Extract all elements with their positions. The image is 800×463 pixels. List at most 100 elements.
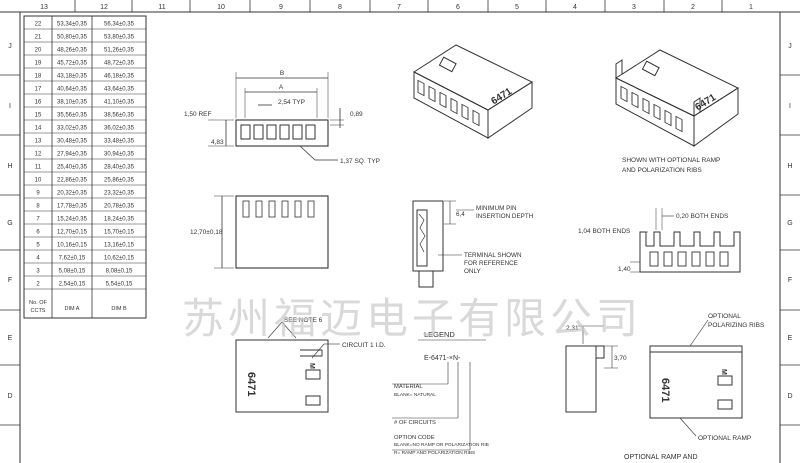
end-dim-b-label: 1,04 BOTH ENDS: [578, 228, 631, 235]
table-cell-dim-b: 48,72±0,35: [104, 61, 135, 67]
table-cell-ccts: 15: [35, 113, 42, 119]
opt-ribs-leader: [689, 319, 709, 347]
table-cell-dim-a: 43,18±0,35: [57, 74, 88, 80]
marking-ramp: [300, 349, 323, 357]
column-labels: 13 12 11 10 9 8 7 6 5 4 3 2 1: [40, 4, 753, 11]
row-label: F: [788, 277, 792, 284]
legend-option: OPTION CODE: [394, 435, 435, 441]
row-label: G: [7, 220, 12, 227]
col-label: 3: [632, 4, 636, 11]
opt-ramp-label: OPTIONAL RAMP: [698, 435, 751, 442]
ramp-dim-a-label: 2,31: [566, 325, 579, 332]
pin-hole: [279, 124, 290, 140]
table-cell-dim-a: 17,78±0,35: [57, 204, 88, 210]
iso-cavity: [417, 79, 425, 97]
end-contact: [677, 251, 687, 267]
iso2-cavity: [620, 85, 628, 103]
table-cell-dim-a: 7,62±0,15: [59, 256, 86, 262]
end-view: [630, 208, 741, 273]
table-cell-dim-a: 20,32±0,35: [57, 191, 88, 197]
iso-mark: [438, 56, 457, 73]
dim-b-label: B: [280, 70, 284, 77]
opt-ribs-label: OPTIONAL: [708, 313, 741, 320]
ramp-dim-b-label: 3,70: [614, 355, 627, 362]
opt-ramp-leader: [679, 417, 697, 437]
col-label: 5: [515, 4, 519, 11]
section-view: [412, 200, 474, 288]
iso-view-standard: [412, 44, 534, 139]
pin-slot: [255, 200, 263, 218]
front-view-labels: B A 2,54 TYP 1,50 REF 4,83 0,89 1,37 SQ.…: [184, 70, 380, 165]
ramp-top-square: [717, 399, 733, 410]
section-terminal: [416, 209, 428, 267]
row-labels: J I H G F E D J I H G F E D: [7, 43, 792, 400]
table-cell-dim-a: 48,26±0,35: [57, 48, 88, 54]
dim-a-label: A: [279, 84, 284, 91]
pin-slot: [307, 200, 315, 218]
table-cell-ccts: 3: [36, 269, 40, 275]
row-label: D: [787, 393, 792, 400]
table-cell-dim-b: 13,16±0,15: [104, 243, 135, 249]
terminal-note: TERMINAL SHOWN: [464, 252, 522, 259]
polarization-rib: [615, 59, 623, 78]
side-view: [214, 195, 329, 269]
circuit-leader: [311, 343, 325, 359]
table-header-ccts: CCTS: [31, 308, 46, 314]
table-cell-dim-b: 18,24±0,35: [104, 217, 135, 223]
legend-block: [392, 339, 486, 451]
ramp-top-body: [649, 345, 743, 419]
pin-slot: [281, 200, 289, 218]
ref-label: 1,50 REF: [184, 111, 211, 118]
legend-labels: LEGEND E-6471-×N- MATERIAL BLANK= NATURA…: [394, 330, 489, 456]
iso2-cavity: [664, 109, 672, 127]
pin-sq-leader: [299, 145, 316, 161]
ramp-labels: OPTIONAL POLARIZING RIBS OPTIONAL RAMP O…: [624, 313, 765, 461]
height-label: 4,83: [211, 139, 224, 146]
table-cell-ccts: 17: [35, 87, 42, 93]
pin-slots: [242, 200, 315, 218]
table-cell-dim-b: 28,40±0,35: [104, 165, 135, 171]
front-view-body: [235, 119, 329, 147]
table-cell-dim-a: 22,86±0,35: [57, 178, 88, 184]
bottom-caption: OPTIONAL RAMP AND: [624, 454, 698, 461]
table-cell-dim-b: 15,70±0,15: [104, 230, 135, 236]
table-cell-dim-b: 23,32±0,35: [104, 191, 135, 197]
table-header-dim-a: DIM A: [65, 306, 80, 312]
row-label: G: [787, 220, 792, 227]
polarization-rib: [693, 97, 701, 116]
table-cell-dim-a: 40,64±0,35: [57, 87, 88, 93]
table-cell-dim-a: 33,02±0,35: [57, 126, 88, 132]
iso-cavity: [472, 109, 480, 127]
iso2-cavity: [675, 115, 683, 133]
iso-side-face: [487, 81, 533, 139]
table-cell-dim-b: 51,26±0,35: [104, 48, 135, 54]
table-cell-dim-b: 53,80±0,35: [104, 35, 135, 41]
top-label: 0,89: [350, 111, 363, 118]
end-contact: [649, 251, 659, 267]
row-label: J: [788, 43, 792, 50]
row-label: H: [787, 163, 792, 170]
section-contact: [418, 213, 426, 253]
ramp-marking-letter: M: [720, 369, 727, 375]
table-cell-dim-b: 36,02±0,35: [104, 126, 135, 132]
table-cell-ccts: 14: [35, 126, 42, 132]
table-cell-dim-b: 56,34±0,35: [104, 22, 135, 28]
pin-slot: [294, 200, 302, 218]
marking-part-number: 6471: [245, 372, 257, 396]
end-view-contacts: [649, 251, 729, 267]
end-contact: [663, 251, 673, 267]
col-label: 4: [573, 4, 577, 11]
ramp-top-view: [649, 319, 743, 437]
row-label: I: [789, 103, 791, 110]
marking-square: [305, 369, 321, 380]
legend-title: LEGEND: [424, 330, 455, 339]
legend-part-number: E-6471-×N-: [424, 355, 461, 362]
end-contact: [705, 251, 715, 267]
row-label: J: [8, 43, 12, 50]
row-label: D: [7, 393, 12, 400]
circuit-label: CIRCUIT 1 I.D.: [342, 342, 386, 349]
table-cell-ccts: 6: [36, 230, 40, 236]
section-pin: [418, 270, 434, 288]
pin-hole: [253, 124, 264, 140]
depth-label: 6,4: [456, 211, 465, 218]
